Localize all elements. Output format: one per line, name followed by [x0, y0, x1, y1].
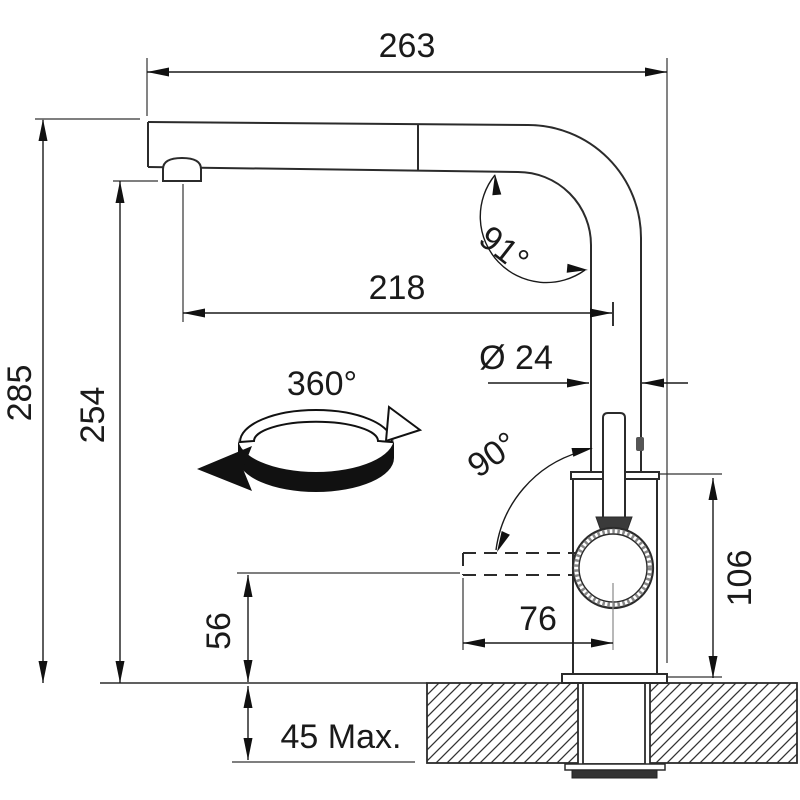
label-spout-reach: 218	[369, 269, 426, 307]
mounting-shank	[582, 682, 646, 765]
dimension-arrowheads	[38, 67, 718, 760]
rotation-360-icon	[197, 405, 423, 492]
rotation-arrow-right	[384, 405, 423, 443]
aerator-outlet	[162, 156, 202, 182]
handle-lever-phantom	[462, 552, 577, 576]
label-overall-height: 285	[1, 365, 39, 422]
label-handle-swing-angle: 90°	[461, 425, 525, 486]
spout-top	[147, 121, 642, 472]
label-handle-reach: 76	[519, 600, 557, 638]
label-spout-outlet-height: 254	[74, 387, 112, 444]
inner-riser-pipe	[602, 412, 626, 517]
arc-91-deg	[479, 174, 586, 284]
extension-lines	[35, 58, 722, 763]
countertop	[100, 682, 798, 779]
label-overall-width: 263	[379, 27, 436, 65]
label-pipe-diameter: Ø 24	[479, 339, 553, 377]
dimension-labels: 263 285 254 218 91° Ø 24 360° 90° 76 106…	[1, 27, 759, 756]
rotation-arrow-left	[197, 446, 252, 491]
arc-90-deg	[495, 451, 581, 551]
rotation-band-back	[238, 409, 394, 444]
faucet-outline	[147, 121, 668, 684]
mounting-nut	[571, 769, 658, 779]
counter-right-block	[649, 682, 798, 764]
label-swivel-range: 360°	[287, 365, 357, 403]
rotation-band-front	[238, 438, 394, 492]
label-body-height: 106	[721, 550, 759, 607]
spout-underside	[147, 166, 592, 472]
counter-left-block	[426, 682, 579, 764]
mounting-washer	[564, 763, 666, 771]
hose-clip	[636, 437, 644, 451]
label-max-counter-thickness: 45 Max.	[281, 718, 402, 756]
base-flange	[561, 673, 668, 684]
label-handle-clearance: 56	[200, 612, 238, 650]
